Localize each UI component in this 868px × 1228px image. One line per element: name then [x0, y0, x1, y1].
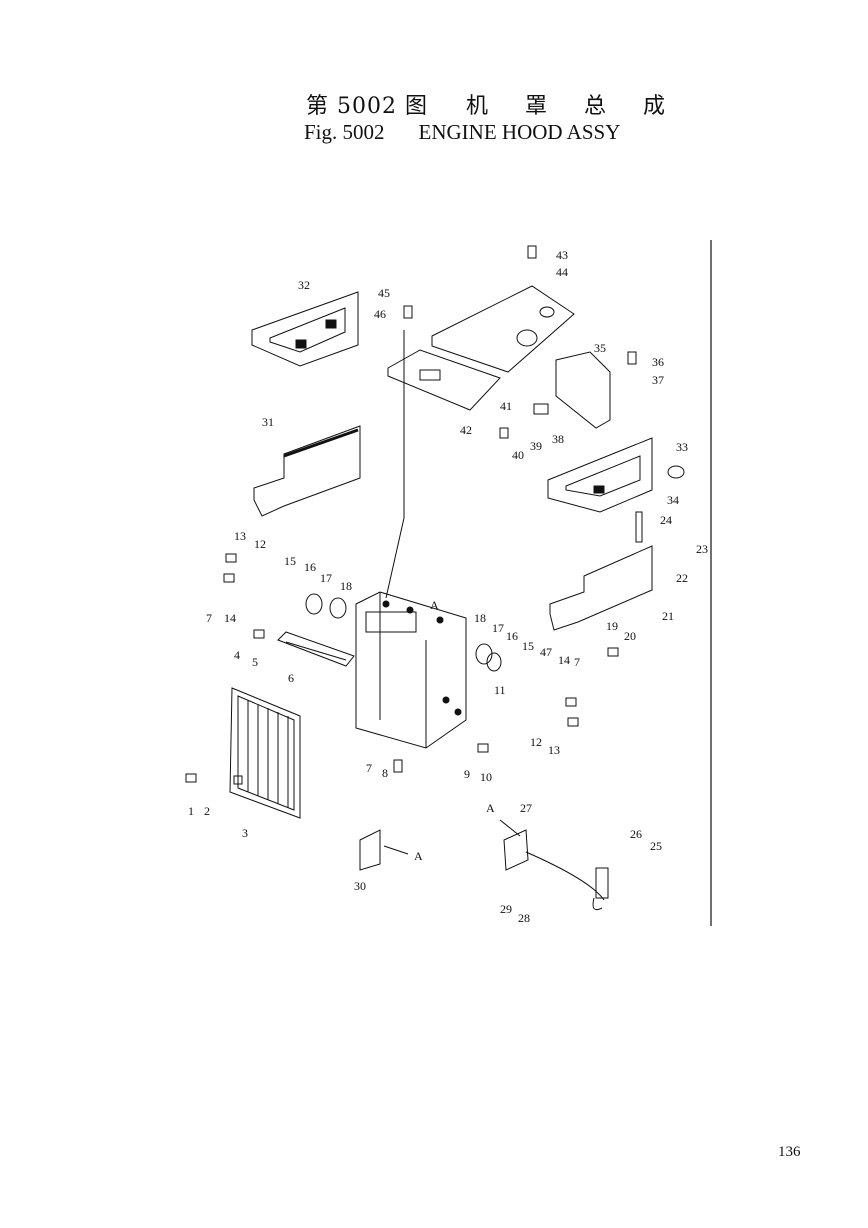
- svg-text:7: 7: [366, 761, 372, 775]
- svg-text:10: 10: [480, 770, 492, 784]
- svg-text:12: 12: [530, 735, 542, 749]
- main-frame: [355, 330, 467, 749]
- svg-text:11: 11: [494, 683, 506, 697]
- svg-text:40: 40: [512, 448, 524, 462]
- svg-text:43: 43: [556, 248, 568, 262]
- svg-text:18: 18: [474, 611, 486, 625]
- svg-text:29: 29: [500, 902, 512, 916]
- svg-text:23: 23: [696, 542, 708, 556]
- svg-text:30: 30: [354, 879, 366, 893]
- svg-text:42: 42: [460, 423, 472, 437]
- svg-text:1: 1: [188, 804, 194, 818]
- svg-text:2: 2: [204, 804, 210, 818]
- svg-text:A: A: [430, 598, 439, 612]
- side-cover-upper-right: [547, 437, 685, 513]
- svg-text:32: 32: [298, 278, 310, 292]
- svg-text:6: 6: [288, 671, 294, 685]
- page-number: 136: [778, 1144, 801, 1160]
- svg-text:45: 45: [378, 286, 390, 300]
- svg-text:13: 13: [548, 743, 560, 757]
- bracket-35: [533, 351, 611, 429]
- assembly-name-en: ENGINE HOOD ASSY: [418, 120, 621, 144]
- svg-text:47: 47: [540, 645, 552, 659]
- side-panel-left: [253, 425, 361, 517]
- svg-text:37: 37: [652, 373, 664, 387]
- svg-text:19: 19: [606, 619, 618, 633]
- side-cover-upper-left: [251, 291, 359, 367]
- svg-text:38: 38: [552, 432, 564, 446]
- svg-text:35: 35: [594, 341, 606, 355]
- svg-text:7: 7: [574, 655, 580, 669]
- svg-text:17: 17: [320, 571, 332, 585]
- svg-text:20: 20: [624, 629, 636, 643]
- svg-text:15: 15: [284, 554, 296, 568]
- svg-text:15: 15: [522, 639, 534, 653]
- svg-text:A: A: [486, 801, 495, 815]
- svg-text:46: 46: [374, 307, 386, 321]
- hood-top: [431, 285, 575, 373]
- svg-text:21: 21: [662, 609, 674, 623]
- svg-text:16: 16: [506, 629, 518, 643]
- top-plate-front: [387, 349, 501, 411]
- svg-text:5: 5: [252, 655, 258, 669]
- svg-text:36: 36: [652, 355, 664, 369]
- svg-text:13: 13: [234, 529, 246, 543]
- side-panel-right: [549, 511, 653, 631]
- svg-text:28: 28: [518, 911, 530, 925]
- svg-text:41: 41: [500, 399, 512, 413]
- svg-text:26: 26: [630, 827, 642, 841]
- name-plate: [277, 631, 355, 667]
- svg-text:16: 16: [304, 560, 316, 574]
- title-english: Fig. 5002 ENGINE HOOD ASSY: [304, 120, 620, 145]
- svg-text:9: 9: [464, 767, 470, 781]
- svg-text:18: 18: [340, 579, 352, 593]
- svg-text:39: 39: [530, 439, 542, 453]
- figure-number-en: Fig. 5002: [304, 120, 385, 144]
- svg-text:12: 12: [254, 537, 266, 551]
- svg-text:8: 8: [382, 766, 388, 780]
- svg-text:24: 24: [660, 513, 672, 527]
- figure-number-cn: 第 5002 图: [306, 94, 428, 119]
- assembly-name-cn: 机 罩 总 成: [466, 94, 673, 119]
- svg-text:25: 25: [650, 839, 662, 853]
- svg-text:34: 34: [667, 493, 679, 507]
- svg-text:A: A: [414, 849, 423, 863]
- svg-text:14: 14: [224, 611, 236, 625]
- svg-text:27: 27: [520, 801, 532, 815]
- svg-text:4: 4: [234, 648, 240, 662]
- front-grille: [229, 687, 301, 819]
- svg-text:22: 22: [676, 571, 688, 585]
- svg-text:14: 14: [558, 653, 570, 667]
- svg-text:44: 44: [556, 265, 568, 279]
- svg-text:17: 17: [492, 621, 504, 635]
- fastener-icons: [185, 245, 637, 783]
- svg-text:31: 31: [262, 415, 274, 429]
- svg-text:3: 3: [242, 826, 248, 840]
- svg-text:7: 7: [206, 611, 212, 625]
- latch-parts: [359, 819, 609, 911]
- svg-text:33: 33: [676, 440, 688, 454]
